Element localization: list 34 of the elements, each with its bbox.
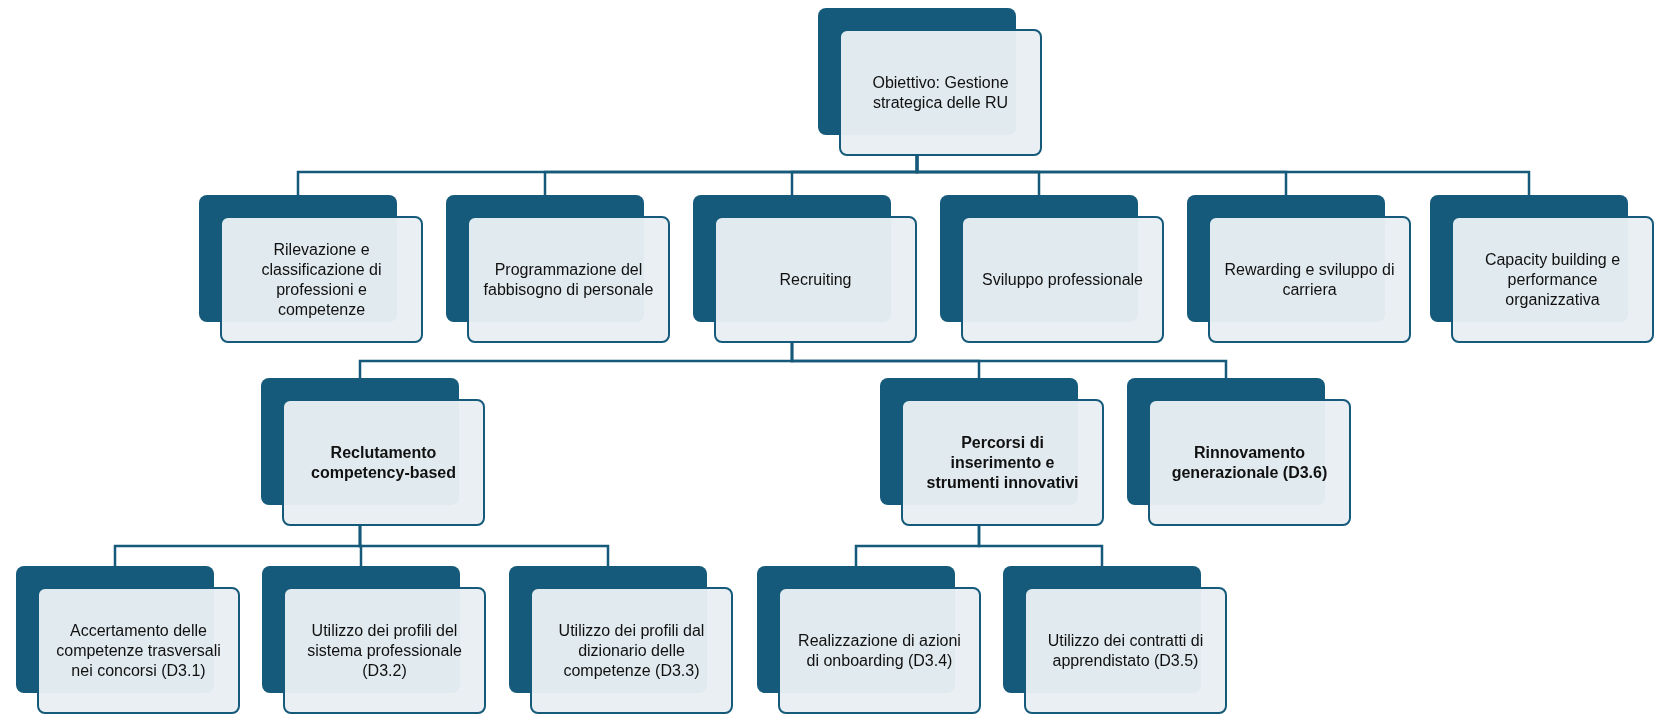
box-label: Programmazione del fabbisogno di personale	[482, 259, 655, 300]
connector-line	[790, 343, 1228, 378]
box-label: Utilizzo dei profili dal dizionario delle competenze (D3.3)	[557, 620, 706, 681]
org-chart-box	[262, 566, 486, 714]
org-chart-box	[1430, 195, 1654, 343]
org-chart-box	[818, 8, 1042, 156]
connector-line	[358, 526, 610, 566]
org-chart-box	[940, 195, 1164, 343]
connector-line	[977, 526, 1104, 566]
org-chart-box	[1003, 566, 1227, 714]
box-label: Rinnovamento generazionale (D3.6)	[1170, 442, 1329, 483]
org-chart-box	[261, 378, 485, 526]
org-chart-box	[509, 566, 733, 714]
box-label: Utilizzo dei contratti di apprendistato (D3.5)	[1046, 630, 1205, 671]
org-chart-box	[1127, 378, 1351, 526]
box-label: Sviluppo professionale	[982, 269, 1143, 290]
org-chart-box	[757, 566, 981, 714]
box-label: Rilevazione e classificazione di professioni e competenze	[260, 239, 383, 320]
org-chart-box	[693, 195, 917, 343]
connector-line	[915, 156, 1531, 195]
box-label: Capacity building e performance organizzativa	[1483, 249, 1622, 310]
box-label: Utilizzo dei profili del sistema professionale (D3.2)	[306, 620, 463, 681]
box-label: Obiettivo: Gestione strategica delle RU	[871, 72, 1010, 113]
box-label: Percorsi di inserimento e strumenti innovativi	[925, 432, 1080, 493]
org-chart-box	[446, 195, 670, 343]
box-label: Recruiting	[779, 269, 852, 290]
box-label: Accertamento delle competenze trasversali nei concorsi (D3.1)	[55, 620, 222, 681]
org-chart-box	[880, 378, 1104, 526]
box-label: Reclutamento competency-based	[310, 442, 457, 483]
org-chart-box	[199, 195, 423, 343]
box-label: Realizzazione di azioni di onboarding (D3.4)	[797, 630, 962, 671]
org-chart-box	[1187, 195, 1411, 343]
org-chart-box	[16, 566, 240, 714]
box-label: Rewarding e sviluppo di carriera	[1223, 259, 1396, 300]
